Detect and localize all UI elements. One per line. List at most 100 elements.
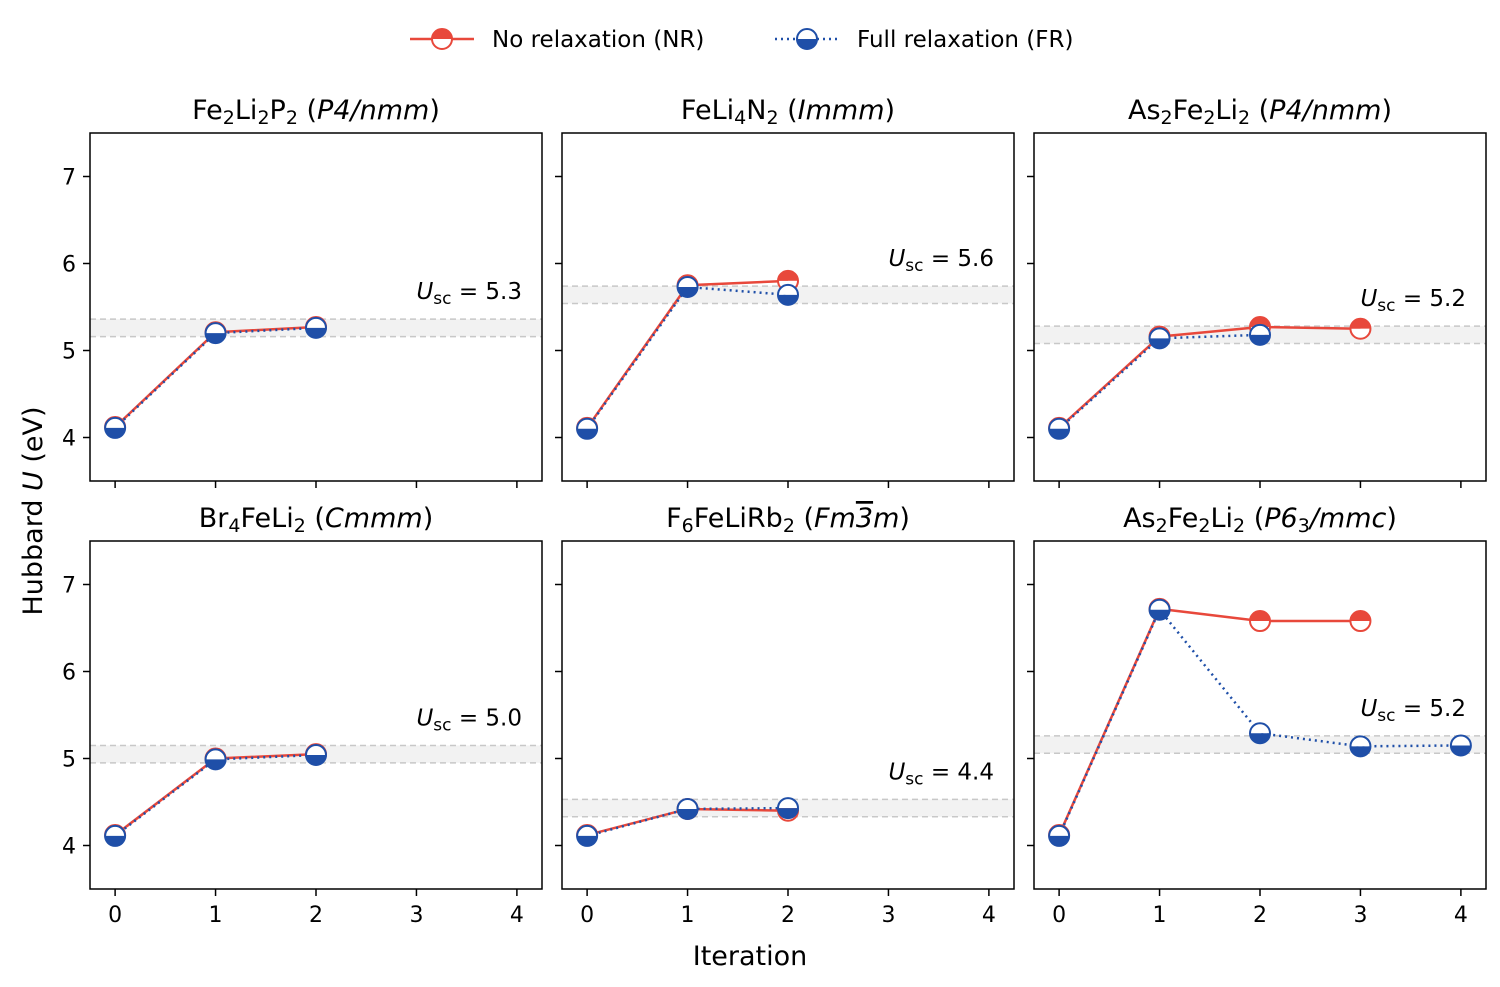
panel-title-0: Fe2Li2P2 (P4/nmm) (192, 95, 440, 129)
marker-fr-1-top (677, 798, 698, 809)
marker-nr-3-bottom (1350, 328, 1371, 339)
x-tick-label: 0 (580, 903, 594, 928)
marker-fr-1-outline (676, 275, 699, 298)
panel-title-part: FeLi (681, 95, 734, 126)
usc-subscript: sc (1377, 296, 1395, 316)
legend-marker-fr-bottom (797, 39, 817, 49)
x-tick-label: 1 (209, 903, 223, 928)
marker-fr-0-outline (1048, 417, 1071, 440)
x-tick-label: 4 (510, 903, 524, 928)
panel-title-part: Li (1210, 503, 1233, 534)
usc-symbol: U (1360, 696, 1377, 722)
legend-label-nr: No relaxation (NR) (492, 27, 704, 53)
usc-subscript: sc (905, 256, 923, 276)
y-tick-label: 6 (62, 253, 76, 278)
marker-fr-0-bottom (105, 427, 126, 438)
panel-title-4: F6FeLiRb2 (Fm3m) (666, 503, 910, 537)
x-tick-label: 3 (881, 903, 895, 928)
x-axis-title: Iteration (693, 941, 808, 972)
panel-title-part: 3 (1298, 515, 1310, 537)
marker-fr-0-outline (1048, 824, 1071, 847)
panel-1: Usc = 5.6 FeLi4N2 (Immm) (555, 95, 1015, 488)
x-tick-label: 3 (409, 903, 423, 928)
marker-fr-1-outline (676, 797, 699, 820)
legend-marker-nr-top (432, 29, 452, 39)
panel-title-part: 2 (1161, 107, 1173, 129)
usc-label: Usc = 5.2 (1360, 286, 1466, 316)
marker-fr-2-bottom (778, 808, 798, 819)
panel-title-part: ( (1250, 95, 1269, 126)
panel-title-part: 2 (1156, 515, 1168, 537)
legend-marker-fr-outline (796, 28, 818, 50)
usc-value: = 5.2 (1396, 286, 1466, 312)
usc-band (1034, 735, 1486, 754)
panel-title-part: P4/nmm (317, 95, 429, 126)
y-axis-title-part: Hubbard (18, 491, 49, 616)
x-tick-label: 4 (1454, 903, 1468, 928)
marker-fr-0-bottom (577, 835, 598, 846)
marker-fr-2-bottom (778, 294, 798, 305)
marker-nr-3-top (1350, 318, 1371, 329)
usc-value: = 4.4 (924, 759, 994, 785)
panel-title-part: 4 (734, 107, 746, 129)
marker-fr-2-bottom (306, 755, 326, 766)
marker-fr-0-bottom (1049, 835, 1070, 846)
marker-fr-0-top (105, 825, 126, 836)
usc-value: = 5.6 (924, 246, 994, 272)
marker-fr-0-outline (576, 417, 599, 440)
panel-title-part: FeLiRb (694, 503, 783, 534)
usc-value: = 5.2 (1396, 696, 1466, 722)
y-axis-title-symbol: U (18, 471, 49, 491)
marker-fr-0-top (1049, 418, 1070, 429)
y-tick-label: 4 (62, 427, 76, 452)
panel-title-part: 6 (682, 515, 694, 537)
marker-fr-2-bottom (1250, 733, 1270, 744)
y-axis-title-part: (eV) (18, 406, 49, 471)
marker-fr-2-outline (777, 283, 799, 306)
marker-fr-1-outline (204, 322, 227, 345)
marker-fr-1-bottom (205, 333, 226, 344)
usc-label: Usc = 5.6 (888, 246, 994, 276)
panel-title-part: Fe (1173, 95, 1204, 126)
x-tick-label: 3 (1353, 903, 1367, 928)
panel-title-part: P (270, 95, 286, 126)
marker-fr-1-bottom (1149, 338, 1170, 349)
panel-title-part: Immm (798, 95, 885, 126)
marker-nr-2-outline (1249, 610, 1271, 633)
panel-title-part: 2 (1238, 107, 1250, 129)
y-tick-label: 6 (62, 661, 76, 686)
marker-fr-0-bottom (105, 835, 126, 846)
y-tick-label: 7 (62, 574, 76, 599)
usc-subscript: sc (433, 289, 451, 309)
panel-title-part: As (1128, 95, 1161, 126)
legend-label-fr: Full relaxation (FR) (857, 27, 1073, 53)
legend-marker-nr-outline (431, 28, 453, 50)
marker-fr-1-outline (1148, 598, 1171, 621)
marker-fr-1-top (1149, 599, 1170, 610)
usc-subscript: sc (433, 715, 451, 735)
legend-marker-fr-top (797, 29, 817, 39)
marker-fr-0-top (1049, 825, 1070, 836)
panel-frame (561, 540, 1015, 890)
usc-value: = 5.0 (452, 705, 522, 731)
marker-fr-2-outline (305, 744, 327, 767)
panel-title-part: Li (1215, 95, 1238, 126)
usc-value: = 5.3 (452, 279, 522, 305)
x-tick-label: 2 (1253, 903, 1267, 928)
panel-title-part: Cmmm (325, 503, 423, 534)
panel-title-part: Fm (814, 503, 856, 534)
x-tick-label: 1 (681, 903, 695, 928)
panel-title-part: 2 (257, 107, 269, 129)
marker-fr-4-bottom (1450, 745, 1471, 756)
panel-title-1: FeLi4N2 (Immm) (681, 95, 895, 129)
marker-nr-2-top (778, 270, 798, 281)
usc-label: Usc = 5.0 (416, 705, 522, 735)
panel-title-part: 2 (783, 515, 795, 537)
panel-title-part: ) (899, 503, 910, 534)
marker-nr-3-outline (1349, 610, 1372, 633)
panel-frame (89, 132, 543, 482)
marker-fr-2-outline (777, 797, 799, 820)
panel-title-part: 4 (228, 515, 240, 537)
